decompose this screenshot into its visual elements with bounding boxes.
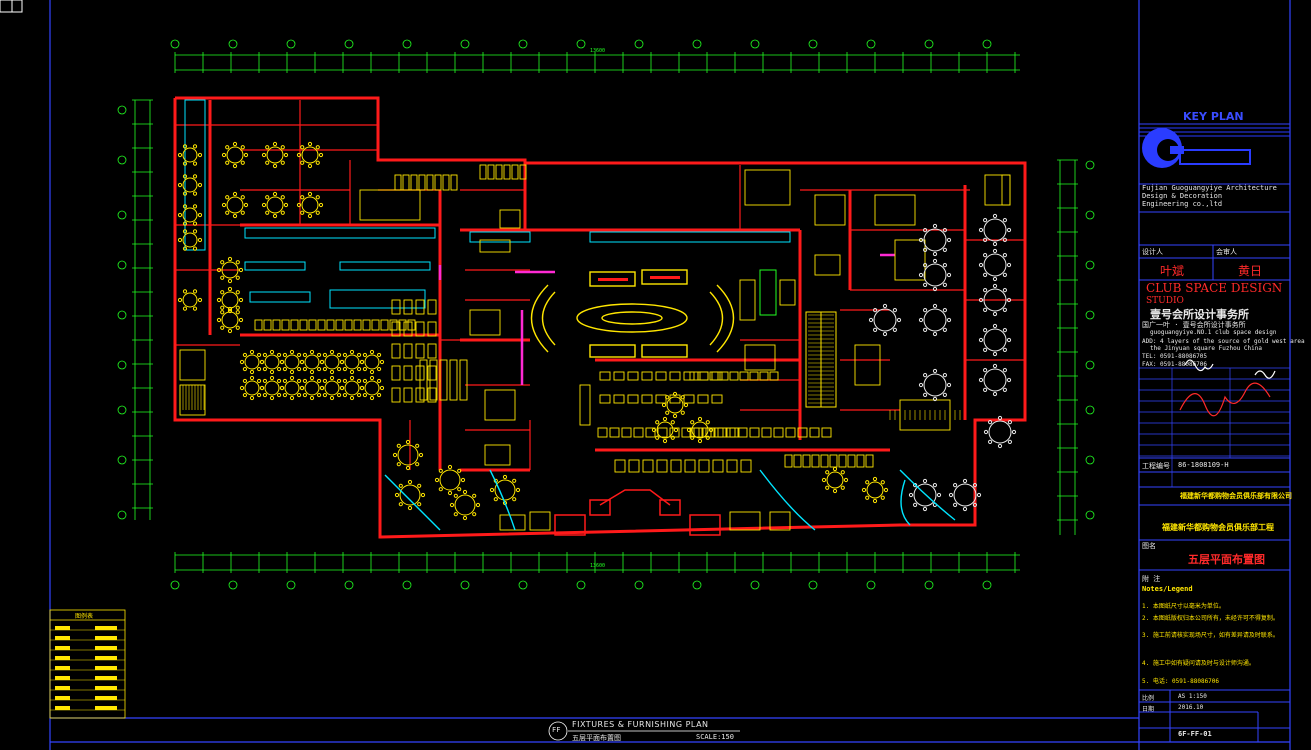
scale-value: AS 1:150 bbox=[1178, 693, 1207, 700]
date-label: 日期 bbox=[1142, 706, 1155, 713]
magenta-marks bbox=[438, 253, 895, 385]
dining-tables bbox=[177, 141, 889, 521]
project-no: 86-1808109-H bbox=[1178, 461, 1229, 469]
note-3: 3. 施工前请核实现场尺寸，如有差异请及时联系。 bbox=[1142, 632, 1279, 639]
cad-cursor bbox=[0, 0, 23, 13]
note-2: 2. 本图纸版权归本公司所有，未经许可不得复制。 bbox=[1142, 615, 1279, 622]
sheet-number: 6F-FF-01 bbox=[1178, 730, 1212, 738]
checker-name: 黄日 bbox=[1238, 264, 1263, 278]
drawing-name: 五层平面布置图 bbox=[1188, 553, 1265, 566]
title-block-table bbox=[1139, 367, 1290, 487]
studio-name-en: CLUB SPACE DESIGN bbox=[1146, 281, 1283, 295]
checker-label: 会审人 bbox=[1216, 248, 1237, 256]
legend-title: 图例表 bbox=[75, 613, 94, 620]
studio-fax: FAX: 0591-88086706 bbox=[1142, 361, 1208, 368]
studio-address-2: the Jinyuan square Fuzhou China bbox=[1150, 345, 1262, 352]
bottom-dimension: 13600 bbox=[590, 563, 606, 569]
project-name: 福建新华都购物会员俱乐部工程 bbox=[1162, 523, 1274, 532]
vip-room-tables bbox=[868, 213, 1017, 512]
dimension-ticks bbox=[132, 52, 1078, 573]
drawing-title-cn: 五层平面布置图 bbox=[572, 734, 621, 742]
drawing-code: FF bbox=[552, 726, 561, 734]
drawing-title-underline bbox=[548, 721, 740, 741]
legend-rows bbox=[50, 626, 125, 711]
key-plan-label: KEY PLAN bbox=[1183, 110, 1244, 123]
studio-tel: TEL: 0591-88086705 bbox=[1142, 353, 1208, 360]
project-no-label: 工程编号 bbox=[1142, 462, 1170, 470]
studio-address: ADD: 4 layers of the source of gold west… bbox=[1142, 338, 1305, 345]
designer-label: 设计人 bbox=[1142, 248, 1163, 256]
studio-line2: 国广一叶 · 壹号会所设计事务所 bbox=[1142, 321, 1246, 329]
signature-marks bbox=[1179, 359, 1276, 417]
note-4: 4. 施工中如有疑问请及时与设计师沟通。 bbox=[1142, 660, 1255, 667]
scale-label: 比例 bbox=[1142, 695, 1155, 702]
notes-label: 附 注 bbox=[1142, 575, 1161, 583]
drawing-name-label: 图名 bbox=[1142, 542, 1156, 550]
company-name-en-1: Fujian Guoguangyiye Architecture bbox=[1142, 184, 1277, 192]
entrance-blocks bbox=[554, 489, 721, 536]
central-feature bbox=[530, 269, 735, 358]
legend-box bbox=[49, 609, 126, 719]
curved-facade bbox=[384, 469, 956, 531]
note-1: 1. 本图纸尺寸以毫米为单位。 bbox=[1142, 603, 1225, 610]
kitchen-counters bbox=[184, 99, 791, 309]
studio-url: guoguangyiye.NO.1 club space design bbox=[1150, 329, 1277, 336]
furniture-blocks bbox=[179, 164, 1011, 531]
date-value: 2016.10 bbox=[1178, 704, 1204, 711]
drawing-title-en: FIXTURES & FURNISHING PLAN bbox=[572, 720, 709, 729]
drawing-scale: SCALE:150 bbox=[696, 733, 734, 741]
company-name-en-3: Engineering co.,ltd bbox=[1142, 200, 1223, 208]
grid-bubbles bbox=[117, 39, 1095, 590]
company-logo bbox=[1139, 127, 1290, 168]
note-5: 5. 电话: 0591-88086706 bbox=[1142, 678, 1220, 685]
studio-name-cn: 壹号会所设计事务所 bbox=[1150, 308, 1249, 321]
title-block-rules bbox=[1138, 123, 1291, 742]
stair-treads bbox=[179, 314, 961, 420]
studio-sub: STUDIO bbox=[1146, 296, 1184, 306]
central-feature-red bbox=[598, 276, 680, 281]
escalators bbox=[759, 269, 837, 408]
top-dimension: 13600 bbox=[590, 48, 606, 54]
notes-title: Notes/Legend bbox=[1142, 585, 1193, 593]
company-name-en-2: Design & Decoration bbox=[1142, 192, 1223, 200]
client-name: 福建新华都购物会员俱乐部有限公司 bbox=[1180, 492, 1292, 500]
dimension-lines bbox=[134, 54, 1076, 571]
designer-name: 叶斌 bbox=[1160, 264, 1185, 278]
